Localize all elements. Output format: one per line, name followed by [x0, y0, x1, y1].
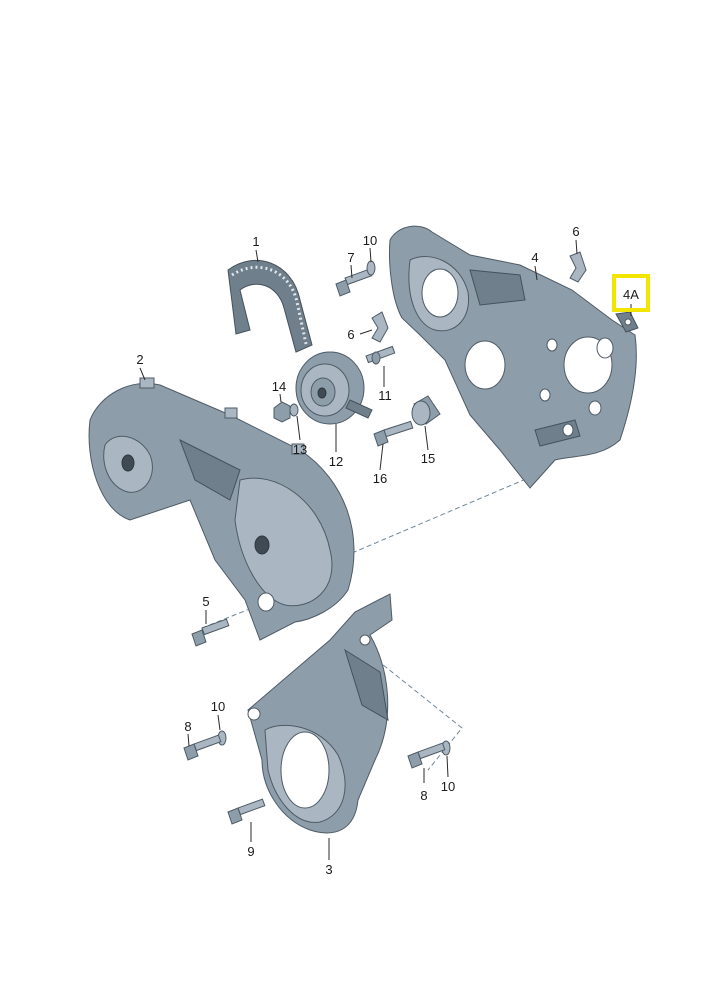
label-4: 4	[531, 250, 538, 265]
label-10-top: 10	[363, 233, 377, 248]
label-5: 5	[202, 594, 209, 609]
label-6-lower: 6	[347, 327, 354, 342]
part-8-bolt-right[interactable]	[407, 742, 446, 769]
label-13: 13	[293, 442, 307, 457]
part-9-bolt[interactable]	[227, 798, 266, 825]
label-10-left: 10	[211, 699, 225, 714]
label-2: 2	[136, 352, 143, 367]
label-11: 11	[378, 388, 392, 403]
part-6-clip-upper[interactable]	[569, 251, 587, 283]
leader-lines	[139, 239, 632, 860]
part-4-rear-cover-plate[interactable]	[389, 225, 637, 489]
part-3-lower-timing-cover[interactable]	[247, 593, 393, 834]
label-9: 9	[247, 844, 254, 859]
label-4a: 4A	[623, 287, 639, 302]
label-15: 15	[421, 451, 435, 466]
label-8-right: 8	[420, 788, 427, 803]
part-7-bolt[interactable]	[335, 268, 373, 297]
part-6-clip-lower[interactable]	[371, 311, 389, 343]
part-13-washer[interactable]	[289, 403, 299, 417]
label-10-right: 10	[441, 779, 455, 794]
part-5-bolt[interactable]	[191, 618, 230, 647]
part-11-stud[interactable]	[365, 345, 396, 365]
part-16-bolt[interactable]	[373, 420, 414, 447]
label-12: 12	[329, 454, 343, 469]
part-8-bolt-left[interactable]	[183, 734, 222, 761]
label-7: 7	[347, 250, 354, 265]
part-2-upper-timing-cover[interactable]	[88, 377, 355, 641]
part-1-timing-belt[interactable]	[227, 260, 313, 353]
part-4a-clip[interactable]	[615, 311, 639, 333]
label-6-upper: 6	[572, 224, 579, 239]
part-14-nut[interactable]	[273, 401, 291, 423]
label-16: 16	[373, 471, 387, 486]
label-1: 1	[252, 234, 259, 249]
part-10-washer-top[interactable]	[366, 260, 376, 276]
part-labels: 1 2 3 4 4A 5 6 6 7 8 8 9 10 10 10 11 12 …	[136, 224, 639, 877]
part-12-tensioner-pulley[interactable]	[295, 351, 373, 425]
label-8-left: 8	[184, 719, 191, 734]
label-14: 14	[272, 379, 286, 394]
part-15-spacer-sleeve[interactable]	[411, 395, 441, 426]
label-3: 3	[325, 862, 332, 877]
label-4a-highlight	[612, 274, 650, 312]
